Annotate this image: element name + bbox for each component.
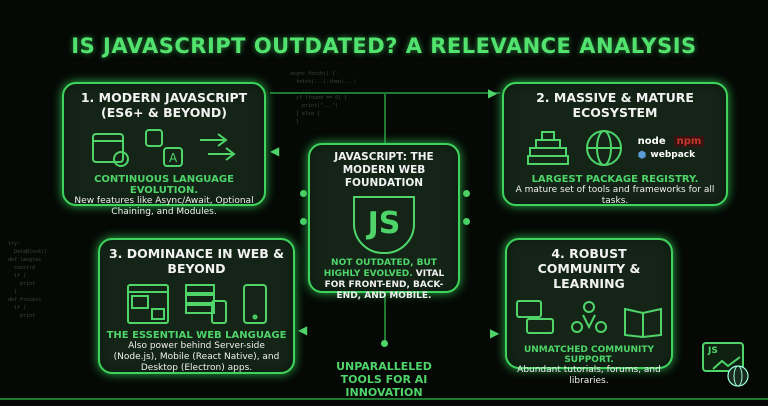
card-title: 4. ROBUST COMMUNITY & LEARNING (537, 246, 641, 291)
circuit-trace (0, 398, 768, 400)
card-subtitle: UNMATCHED COMMUNITY SUPPORT. (523, 345, 655, 365)
page-title: IS JAVASCRIPT OUTDATED? A RELEVANCE ANAL… (71, 34, 697, 58)
card-title: 1. MODERN JAVASCRIPT (ES6+ & BEYOND) (80, 90, 248, 120)
node-logo: node (637, 135, 666, 147)
arrow-left-icon: ◀ (270, 144, 280, 158)
circuit-node (300, 190, 307, 197)
arrow-right-icon: ▶ (490, 326, 500, 340)
browser-window-icon (126, 284, 169, 324)
globe-icon (727, 365, 749, 387)
svg-text:A: A (169, 151, 178, 165)
card-title: 2. MASSIVE & MATURE ECOSYSTEM (536, 90, 694, 120)
chat-bubbles-icon (516, 300, 554, 334)
circuit-trace (384, 92, 386, 144)
npm-logo: npm (673, 135, 705, 147)
server-mobile-icon (184, 284, 227, 324)
open-book-icon (624, 307, 662, 339)
circuit-trace (384, 293, 386, 343)
arrow-right-icon: ▶ (488, 86, 498, 100)
center-title: JAVASCRIPT: THE MODERN WEB FOUNDATION (334, 151, 434, 189)
badge-label: JS (708, 346, 718, 356)
card-description: A mature set of tools and frameworks for… (515, 185, 715, 206)
card-description: New features like Async/Await, Optional … (74, 196, 254, 217)
card-center-javascript: JAVASCRIPT: THE MODERN WEB FOUNDATION JS… (308, 143, 460, 301)
card-modern-javascript: 1. MODERN JAVASCRIPT (ES6+ & BEYOND) A C… (62, 82, 266, 217)
card-dominance: 3. DOMINANCE IN WEB & BEYOND THE ESSENTI… (98, 238, 295, 374)
circuit-node (463, 190, 470, 197)
card-description: Abundant tutorials, forums, and librarie… (517, 365, 661, 386)
circuit-node (381, 340, 388, 347)
circuit-node (463, 218, 470, 225)
smartphone-icon (242, 284, 267, 324)
card-subtitle: THE ESSENTIAL WEB LANGUAGE (106, 330, 287, 341)
bottom-caption: UNPARALLELED TOOLS FOR AI INNOVATION (336, 360, 432, 399)
people-network-icon (571, 301, 607, 333)
card-community: 4. ROBUST COMMUNITY & LEARNING UNMATCHED… (505, 238, 673, 386)
card-description: Also power behind Server-side (Node.js),… (113, 341, 280, 373)
arrow-left-icon: ◀ (298, 323, 308, 337)
trend-up-icon (712, 356, 741, 370)
circuit-trace (270, 92, 500, 94)
card-subtitle: LARGEST PACKAGE REGISTRY. (531, 174, 699, 185)
calendar-clock-icon (92, 133, 129, 167)
arrows-right-icon (200, 133, 236, 161)
bricks-icon (526, 131, 569, 165)
background-code: async fetch() { fetch(...).then(...) ...… (290, 71, 357, 125)
center-highlight: NOT OUTDATED, BUT HIGHLY EVOLVED. (323, 258, 437, 279)
card-subtitle: CONTINUOUS LANGUAGE EVOLUTION. (94, 174, 234, 196)
webpack-cube-icon: ⬢ (637, 149, 647, 161)
background-code: try: DataBlock() def langtax constrd if … (8, 241, 48, 319)
translate-icon: A (145, 129, 183, 167)
center-text: VITAL FOR FRONT-END, BACK-END, AND MOBIL… (324, 269, 445, 301)
webpack-logo: webpack (650, 150, 696, 160)
globe-icon (585, 130, 622, 166)
circuit-node (300, 218, 307, 225)
js-shield-logo: JS (353, 196, 415, 254)
card-title: 3. DOMINANCE IN WEB & BEYOND (108, 246, 285, 276)
